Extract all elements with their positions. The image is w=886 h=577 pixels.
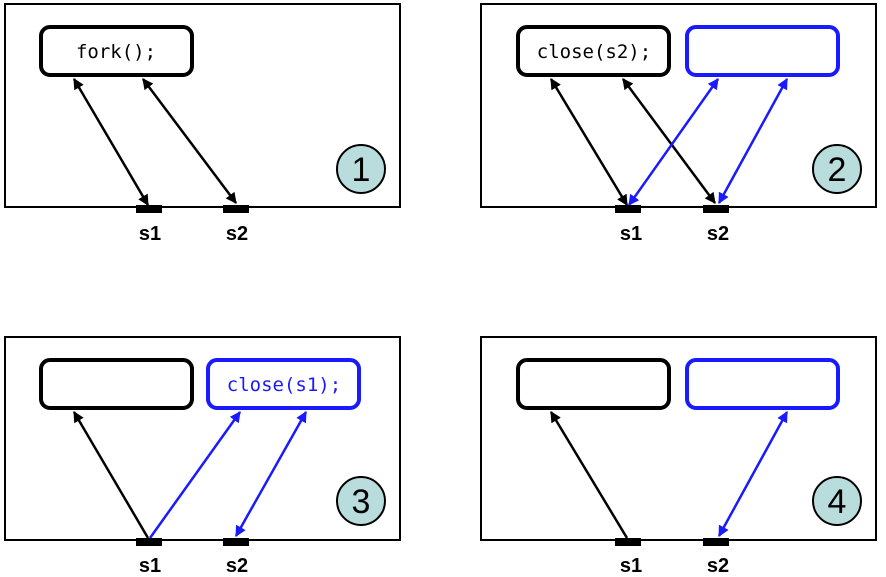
panel-3: close(s1); s1 s2 3 bbox=[4, 336, 401, 577]
arrow-child-s1 bbox=[627, 78, 720, 206]
arrow-parent-s2 bbox=[142, 78, 237, 204]
socket-s2 bbox=[703, 205, 729, 213]
arrow-parent-s1 bbox=[549, 78, 629, 206]
socket-s2 bbox=[703, 538, 729, 546]
step-number: 4 bbox=[828, 483, 847, 521]
panel-frame bbox=[4, 3, 401, 208]
step-number: 3 bbox=[352, 483, 371, 521]
arrow-child-s2 bbox=[717, 411, 789, 537]
parent-process-box bbox=[516, 25, 671, 77]
child-process-box bbox=[685, 358, 840, 410]
child-process-code: close(s1); bbox=[227, 374, 341, 396]
arrow-parent-s2 bbox=[621, 78, 717, 204]
parent-process-code: close(s2); bbox=[537, 41, 651, 63]
socket-s2-label: s2 bbox=[707, 555, 729, 577]
socket-s1 bbox=[615, 205, 641, 213]
socket-s1 bbox=[136, 205, 162, 213]
arrow-child-s2 bbox=[717, 78, 789, 204]
socket-s1 bbox=[615, 538, 641, 546]
step-number: 1 bbox=[352, 151, 371, 189]
step-badge bbox=[812, 476, 862, 526]
arrow-parent-s1 bbox=[549, 411, 629, 539]
socket-s1-label: s1 bbox=[139, 555, 161, 577]
child-process-box bbox=[685, 25, 840, 77]
step-badge bbox=[812, 144, 862, 194]
socket-s2-label: s2 bbox=[707, 223, 729, 245]
socket-s2 bbox=[223, 205, 249, 213]
socket-s1-label: s1 bbox=[620, 555, 642, 577]
socket-s2-label: s2 bbox=[226, 555, 248, 577]
arrow-parent-s1 bbox=[72, 411, 150, 539]
panel-frame bbox=[480, 3, 877, 208]
socket-s1-label: s1 bbox=[139, 223, 161, 245]
step-number: 2 bbox=[828, 151, 847, 189]
socket-s1 bbox=[136, 538, 162, 546]
arrow-child-s2 bbox=[234, 411, 308, 537]
parent-process-box bbox=[39, 358, 194, 410]
socket-s2 bbox=[223, 538, 249, 546]
child-process-box bbox=[206, 358, 361, 410]
panel-frame bbox=[4, 336, 401, 541]
panel-1: fork(); s1 s2 1 bbox=[4, 3, 401, 245]
arrow-parent-s1 bbox=[72, 78, 150, 206]
arrow-child-s1 bbox=[148, 411, 242, 539]
parent-process-code: fork(); bbox=[76, 41, 156, 63]
step-badge bbox=[336, 144, 386, 194]
panel-frame bbox=[480, 336, 877, 541]
socket-s2-label: s2 bbox=[226, 223, 248, 245]
panel-2: close(s2); s1 s2 2 bbox=[480, 3, 877, 245]
panel-4: s1 s2 4 bbox=[480, 336, 877, 577]
parent-process-box bbox=[516, 358, 671, 410]
socket-s1-label: s1 bbox=[620, 223, 642, 245]
step-badge bbox=[336, 476, 386, 526]
parent-process-box bbox=[39, 25, 194, 77]
